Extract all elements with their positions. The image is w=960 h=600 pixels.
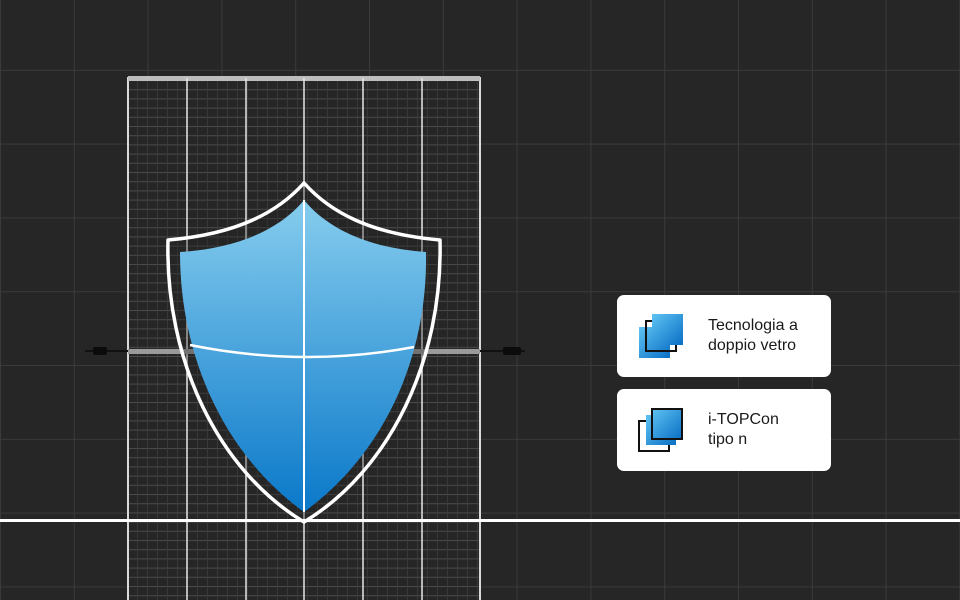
feature-label-line2: doppio vetro <box>708 337 797 354</box>
stacked-layers-icon <box>638 408 683 452</box>
feature-card-topcon: i-TOPCon tipo n <box>617 389 831 471</box>
panel-connector-left <box>85 347 128 355</box>
feature-card-double-glass: Tecnologia a doppio vetro <box>617 295 831 377</box>
feature-label-line2: tipo n <box>708 431 748 448</box>
solar-panel <box>127 76 481 600</box>
stacked-layers-icon <box>639 314 683 358</box>
ground-line <box>0 519 960 522</box>
feature-label-line1: Tecnologia a <box>708 317 798 334</box>
panel-connector-right <box>480 347 525 355</box>
feature-label-line1: i-TOPCon <box>708 411 779 428</box>
shield-icon <box>166 181 442 524</box>
